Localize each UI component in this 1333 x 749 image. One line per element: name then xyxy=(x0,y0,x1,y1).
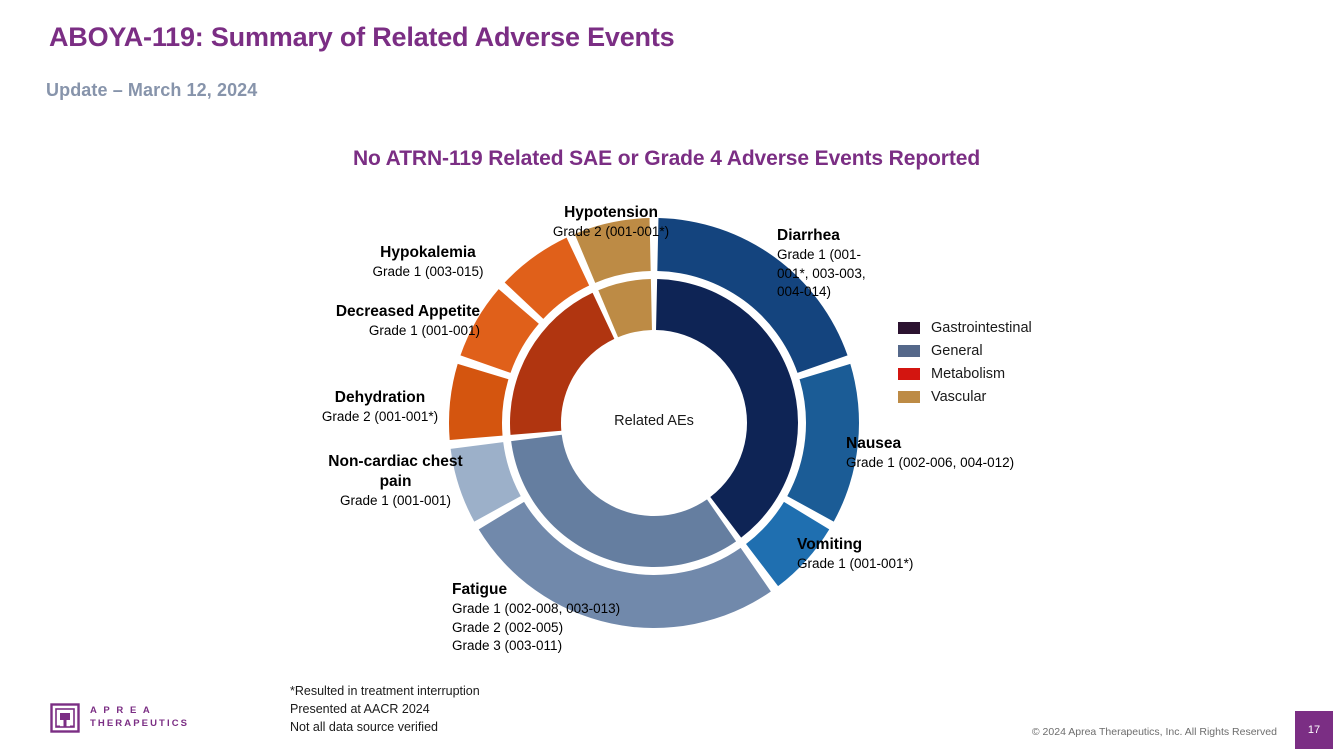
aprea-logo: A P R E A THERAPEUTICS xyxy=(50,703,189,733)
donut-segment-diarrhea xyxy=(657,218,848,373)
callout-fatigue-grade-2: Grade 2 (002-005) xyxy=(452,619,564,635)
aprea-logo-text: A P R E A THERAPEUTICS xyxy=(90,705,189,730)
legend-label: Metabolism xyxy=(931,365,1006,382)
legend-item-gastrointestinal: Gastrointestinal xyxy=(898,316,1032,339)
callout-fatigue-name: Fatigue xyxy=(452,581,508,598)
donut-segment-non-cardiac-chest-pain xyxy=(450,442,521,522)
donut-segment-dehydration xyxy=(449,363,509,440)
aprea-logo-mark-icon xyxy=(50,703,80,733)
callout-diarrhea: Diarrhea Grade 1 (001-001*, 003-003, 004… xyxy=(777,226,889,301)
callout-diarrhea-name: Diarrhea xyxy=(777,227,840,244)
donut-segment-hypokalemia xyxy=(504,237,590,319)
donut-segment-hypotension xyxy=(574,218,651,283)
donut-segment-vomiting xyxy=(746,501,830,587)
callout-decreased-appetite-name: Decreased Appetite xyxy=(335,303,480,320)
callout-hypokalemia-grade-1: Grade 1 (003-015) xyxy=(372,264,484,280)
donut-segment-vascular xyxy=(598,279,652,338)
footnote-line-1: *Resulted in treatment interruption xyxy=(290,684,480,698)
callout-fatigue: Fatigue Grade 1 (002-008, 003-013) Grade… xyxy=(452,580,662,655)
callout-fatigue-grade-1: Grade 1 (002-008, 003-013) xyxy=(452,601,621,617)
chart-center-label: Related AEs xyxy=(614,413,694,429)
logo-line-1: A P R E A xyxy=(90,705,152,717)
logo-line-2: THERAPEUTICS xyxy=(90,718,190,729)
legend-label: Gastrointestinal xyxy=(931,319,1032,336)
callout-vomiting-grade-1: Grade 1 (001-001*) xyxy=(797,556,914,572)
callout-nausea: Nausea Grade 1 (002-006, 004-012) xyxy=(846,434,1051,473)
legend-swatch-icon xyxy=(898,367,920,380)
donut-svg xyxy=(449,218,859,628)
callout-hypotension-grade-1: Grade 2 (001-001*) xyxy=(552,224,670,240)
callout-fatigue-grade-3: Grade 3 (003-011) xyxy=(452,637,563,653)
page-subtitle: Update – March 12, 2024 xyxy=(46,80,258,100)
page-number-badge: 17 xyxy=(1295,711,1333,749)
callout-hypokalemia-name: Hypokalemia xyxy=(380,244,476,261)
donut-segment-gastrointestinal xyxy=(656,279,798,538)
donut-segment-metabolism xyxy=(510,292,615,435)
headline-text: No ATRN-119 Related SAE or Grade 4 Adver… xyxy=(352,147,981,170)
footnote-line-2: Presented at AACR 2024 xyxy=(290,701,430,716)
callout-dehydration: Dehydration Grade 2 (001-001*) xyxy=(300,388,460,427)
callout-dehydration-name: Dehydration xyxy=(334,389,426,406)
callout-non-cardiac-chest-pain: Non-cardiac chest pain Grade 1 (001-001) xyxy=(318,452,473,511)
callout-nausea-name: Nausea xyxy=(846,435,902,452)
legend-swatch-icon xyxy=(898,344,920,357)
legend-item-metabolism: Metabolism xyxy=(898,362,1032,385)
callout-non-cardiac-chest-pain-grade-1: Grade 1 (001-001) xyxy=(339,493,452,509)
outer-ring-preferred-term xyxy=(449,218,859,628)
callout-diarrhea-grade-1: Grade 1 (001-001*, 003-003, 004-014) xyxy=(777,247,866,299)
callout-dehydration-grade-1: Grade 2 (001-001*) xyxy=(321,409,439,425)
inner-ring-soc xyxy=(510,279,798,567)
donut-segment-decreased-appetite xyxy=(460,289,539,373)
callout-hypokalemia: Hypokalemia Grade 1 (003-015) xyxy=(330,243,526,282)
legend-swatch-icon xyxy=(898,321,920,334)
callout-vomiting-name: Vomiting xyxy=(797,536,863,553)
legend-item-general: General xyxy=(898,339,1032,362)
legend-label: Vascular xyxy=(931,388,987,405)
callout-hypotension: Hypotension Grade 2 (001-001*) xyxy=(516,203,706,242)
related-aes-donut-chart: Related AEs xyxy=(443,212,865,634)
legend-swatch-icon xyxy=(898,390,920,403)
callout-hypotension-name: Hypotension xyxy=(564,204,658,221)
callout-decreased-appetite-grade-1: Grade 1 (001-001) xyxy=(368,323,480,339)
copyright-text: © 2024 Aprea Therapeutics, Inc. All Righ… xyxy=(1031,726,1277,738)
donut-segment-general xyxy=(511,434,737,567)
callout-decreased-appetite: Decreased Appetite Grade 1 (001-001) xyxy=(318,302,480,341)
donut-segment-nausea xyxy=(787,363,859,522)
donut-segment-fatigue xyxy=(478,501,771,628)
footnote-line-3: Not all data source verified xyxy=(290,719,438,734)
legend-item-vascular: Vascular xyxy=(898,385,1032,408)
page-title: ABOYA-119: Summary of Related Adverse Ev… xyxy=(49,22,675,52)
callout-non-cardiac-chest-pain-name: Non-cardiac chest pain xyxy=(328,453,463,491)
legend-label: General xyxy=(931,342,983,359)
callout-nausea-grade-1: Grade 1 (002-006, 004-012) xyxy=(846,455,1015,471)
callout-vomiting: Vomiting Grade 1 (001-001*) xyxy=(797,535,947,574)
